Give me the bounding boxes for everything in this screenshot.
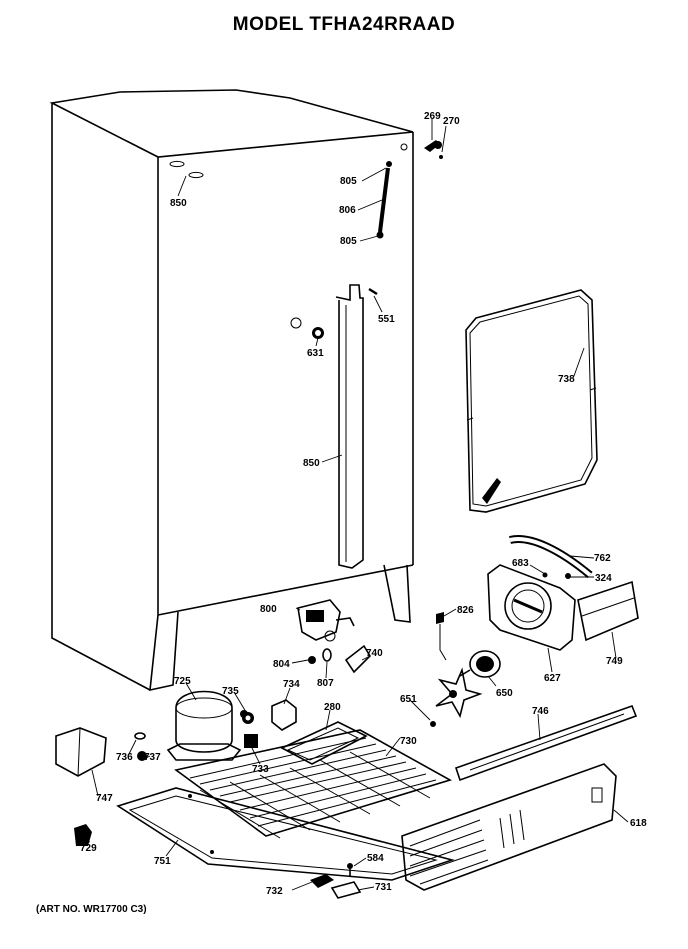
label-826: 826 <box>457 605 474 616</box>
label-280: 280 <box>324 702 341 713</box>
part-725-compressor[interactable] <box>166 690 248 761</box>
label-740: 740 <box>366 648 383 659</box>
part-324-clip[interactable] <box>565 573 571 579</box>
cabinet <box>49 89 414 692</box>
label-733: 733 <box>252 764 269 775</box>
label-738: 738 <box>558 374 575 385</box>
label-731: 731 <box>375 882 392 893</box>
part-749-cover[interactable] <box>577 580 639 642</box>
part-806-tube[interactable] <box>376 161 393 239</box>
part-850-mullion[interactable] <box>335 284 364 569</box>
label-800: 800 <box>260 604 277 615</box>
label-805-lower: 805 <box>340 236 357 247</box>
part-280-drain-pan[interactable] <box>280 721 368 765</box>
label-269: 269 <box>424 111 441 122</box>
part-618-grille[interactable] <box>401 763 617 891</box>
label-850-top: 850 <box>170 198 187 209</box>
part-807-grommet[interactable] <box>322 648 332 662</box>
label-651: 651 <box>400 694 417 705</box>
part-627-fan-housing[interactable] <box>487 564 576 651</box>
label-584: 584 <box>367 853 384 864</box>
part-746-rail[interactable] <box>454 704 638 782</box>
label-732: 732 <box>266 886 283 897</box>
leader-lines <box>83 118 629 891</box>
part-826-harness[interactable] <box>436 612 447 661</box>
part-551-screw[interactable] <box>368 287 378 296</box>
label-804: 804 <box>273 659 290 670</box>
part-729-clip[interactable] <box>74 824 92 846</box>
part-804-bushing[interactable] <box>308 656 316 664</box>
art-number: (ART NO. WR17700 C3) <box>36 904 147 915</box>
label-751: 751 <box>154 856 171 867</box>
label-805-upper: 805 <box>340 176 357 187</box>
label-734: 734 <box>283 679 300 690</box>
part-730-condenser[interactable] <box>174 729 453 839</box>
part-734-bracket[interactable] <box>271 699 297 731</box>
diagram-title: MODEL TFHA24RRAAD <box>232 14 456 35</box>
label-683: 683 <box>512 558 529 569</box>
label-627: 627 <box>544 673 561 684</box>
label-806: 806 <box>339 205 356 216</box>
label-730: 730 <box>400 736 417 747</box>
label-631: 631 <box>307 348 324 359</box>
part-747-bracket[interactable] <box>55 727 107 777</box>
label-650: 650 <box>496 688 513 699</box>
label-618: 618 <box>630 818 647 829</box>
label-324: 324 <box>595 573 612 584</box>
label-807: 807 <box>317 678 334 689</box>
part-762-tube[interactable] <box>509 535 593 579</box>
part-651-fan-blade[interactable] <box>430 667 483 727</box>
label-737: 737 <box>144 752 161 763</box>
part-735-grommet[interactable] <box>242 712 254 724</box>
label-551: 551 <box>378 314 395 325</box>
label-729: 729 <box>80 843 97 854</box>
label-850-mullion: 850 <box>303 458 320 469</box>
label-725: 725 <box>174 676 191 687</box>
part-650-motor[interactable] <box>459 650 501 678</box>
part-737-grommet[interactable] <box>137 751 147 761</box>
part-800-valve[interactable] <box>297 599 355 642</box>
part-631-grommet[interactable] <box>312 327 324 339</box>
part-736-washer[interactable] <box>134 732 146 740</box>
part-labels: 269 270 805 806 805 850 551 631 850 738 … <box>80 111 647 897</box>
label-746: 746 <box>532 706 549 717</box>
part-733-relay[interactable] <box>244 734 258 748</box>
label-270: 270 <box>443 116 460 127</box>
label-762: 762 <box>594 553 611 564</box>
part-738-frame[interactable] <box>465 289 598 513</box>
label-747: 747 <box>96 793 113 804</box>
part-731-bracket[interactable] <box>330 881 362 899</box>
label-735: 735 <box>222 686 239 697</box>
part-751-base[interactable] <box>116 787 455 881</box>
part-269-control[interactable] <box>424 140 443 159</box>
part-732-pad[interactable] <box>310 874 334 888</box>
label-736: 736 <box>116 752 133 763</box>
part-584-screw[interactable] <box>347 863 353 876</box>
label-749: 749 <box>606 656 623 667</box>
